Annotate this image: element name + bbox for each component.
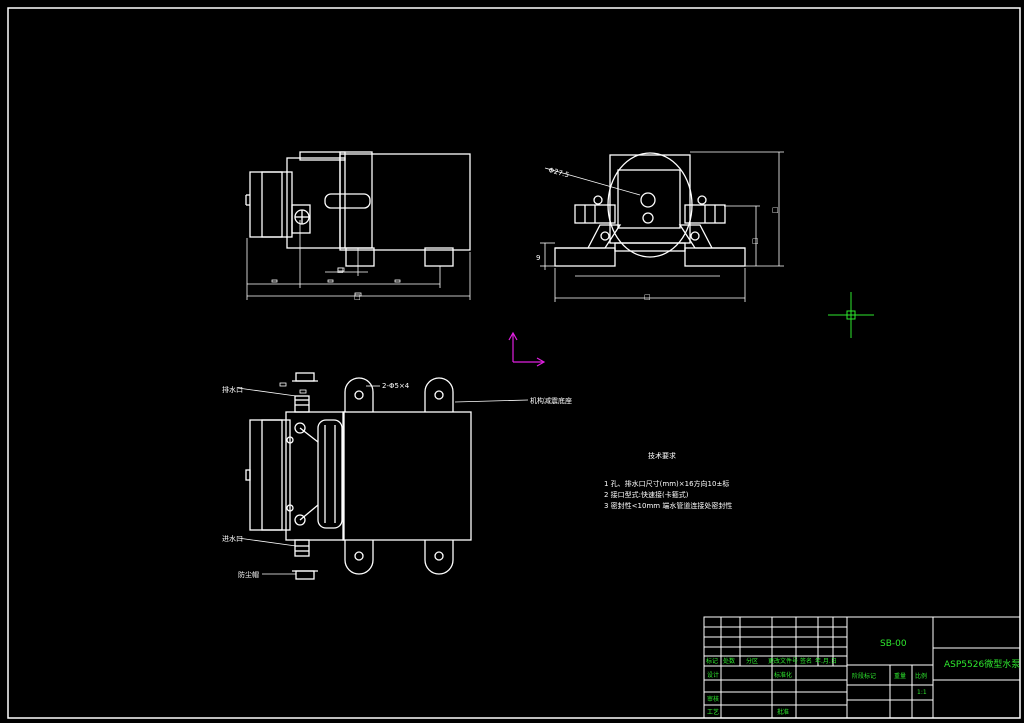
- tech-note-2: 2 接口型式:快速接(卡箍式): [604, 490, 689, 499]
- drawing-frame: [7, 7, 1021, 719]
- scale-label: 比例: [915, 672, 927, 680]
- dim-side-width: □: [644, 293, 651, 301]
- dim-top-hole: 2-Φ5×4: [382, 382, 410, 390]
- rev-header-doc: 更改文件号: [768, 657, 798, 665]
- title-block: [703, 616, 1021, 719]
- top-view: [237, 372, 529, 580]
- ucs-icon: [508, 331, 546, 367]
- rev-header-date: 年.月.日: [815, 657, 837, 665]
- dim-front-overall: □: [354, 293, 361, 301]
- rev-header-zone: 分区: [746, 657, 758, 665]
- side-view: [540, 151, 784, 302]
- callout-inlet: 进水口: [222, 534, 243, 543]
- row-design: 设计: [707, 671, 719, 679]
- tech-note-3: 3 密封性<10mm 端水管道连接处密封性: [604, 501, 732, 510]
- row-standardize: 标准化: [774, 671, 792, 679]
- stage-mark: 阶段标记: [852, 672, 876, 680]
- rev-header-sign: 签名: [800, 657, 812, 665]
- dim-side-height-right-2: □: [752, 237, 759, 245]
- weight-label: 重量: [894, 672, 906, 680]
- callout-mount: 机构减震底座: [530, 396, 572, 405]
- dim-side-height-left: 9: [536, 254, 540, 262]
- tech-notes-title: 技术要求: [648, 451, 676, 460]
- rev-header-mark: 标记: [706, 657, 718, 665]
- dim-front-small: □: [337, 266, 344, 274]
- callout-outlet: 排水口: [222, 385, 243, 394]
- tech-note-1: 1 孔、排水口尺寸(mm)×16方向10±标: [604, 479, 729, 488]
- dim-side-height-right-1: □: [772, 206, 779, 214]
- row-process: 工艺: [707, 708, 719, 716]
- drawing-number: SB-00: [880, 639, 907, 649]
- row-approve: 批准: [777, 708, 789, 716]
- rev-header-count: 处数: [723, 657, 735, 665]
- front-view: [245, 151, 471, 300]
- scale-value: 1:1: [917, 689, 927, 696]
- crosshair-cursor-icon: [828, 292, 874, 338]
- part-name: ASP5526微型水泵: [944, 658, 1020, 670]
- row-review: 审核: [707, 695, 719, 703]
- callout-dust-cap: 防尘帽: [238, 570, 259, 579]
